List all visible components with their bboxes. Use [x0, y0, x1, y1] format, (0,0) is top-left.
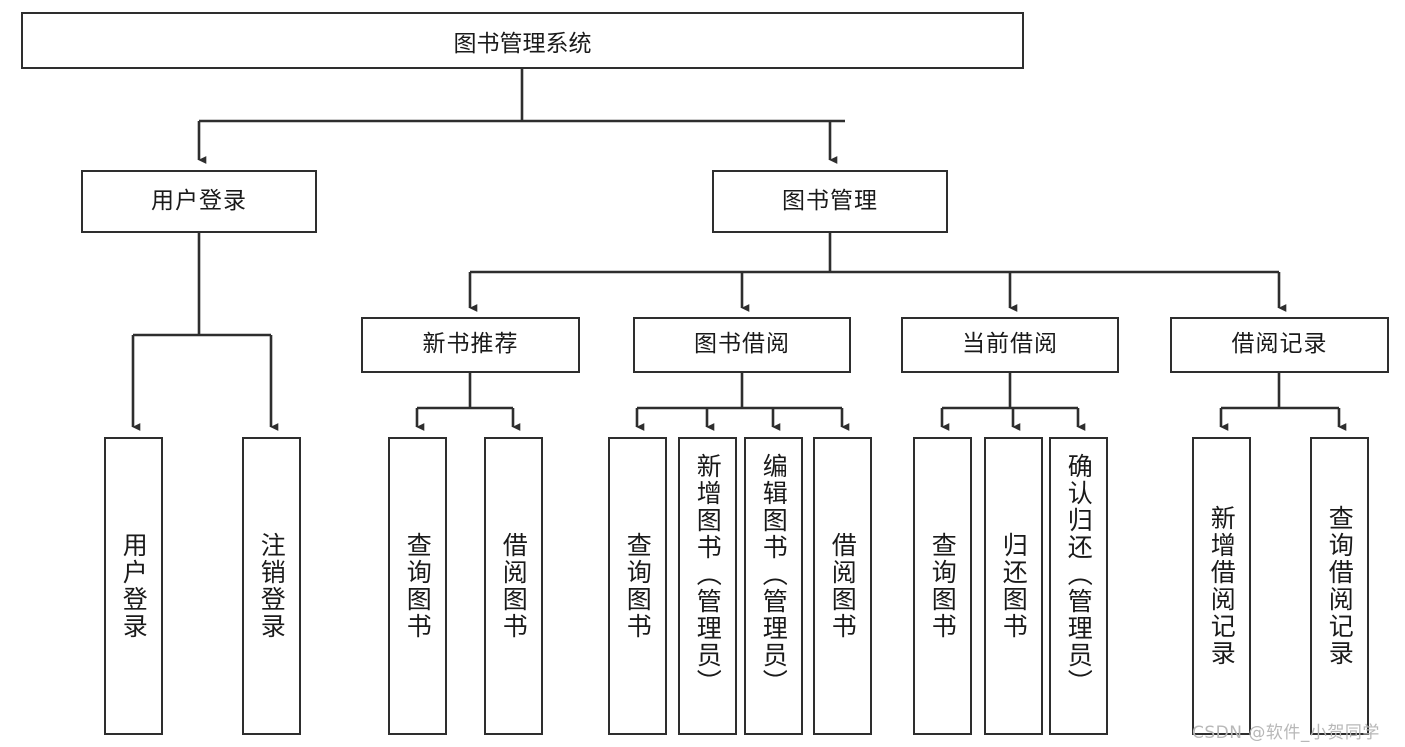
csdn-watermark-text: CSDN @软件_小贺同学 [1192, 723, 1380, 743]
leaf-query-book-cb[interactable]: 查询图书 [913, 437, 972, 735]
leaf-confirm-return-admin-label: 确认归还（管理员） [1064, 453, 1094, 696]
leaf-borrow-book-nb-label: 借阅图书 [499, 532, 529, 640]
node-current-borrow[interactable]: 当前借阅 [901, 317, 1119, 373]
node-borrow-record[interactable]: 借阅记录 [1170, 317, 1389, 373]
leaf-query-book-cb-label: 查询图书 [928, 532, 958, 640]
leaf-borrow-book-bb[interactable]: 借阅图书 [813, 437, 872, 735]
node-root-system[interactable]: 图书管理系统 [21, 12, 1024, 69]
node-borrow-record-label: 借阅记录 [1231, 331, 1328, 358]
leaf-query-book-bb-label: 查询图书 [623, 532, 653, 640]
leaf-add-book-admin-label: 新增图书（管理员） [693, 453, 723, 696]
leaf-query-book-nb[interactable]: 查询图书 [388, 437, 447, 735]
node-new-book-recommend-label: 新书推荐 [422, 331, 519, 358]
leaf-return-book-label: 归还图书 [999, 532, 1029, 640]
node-book-borrow[interactable]: 图书借阅 [633, 317, 851, 373]
node-book-management-label: 图书管理 [782, 187, 878, 214]
leaf-user-login[interactable]: 用户登录 [104, 437, 163, 735]
leaf-query-borrow-record[interactable]: 查询借阅记录 [1310, 437, 1369, 735]
leaf-confirm-return-admin[interactable]: 确认归还（管理员） [1049, 437, 1108, 735]
csdn-watermark: CSDN @软件_小贺同学 [1192, 718, 1380, 743]
node-book-management[interactable]: 图书管理 [712, 170, 948, 233]
leaf-borrow-book-nb[interactable]: 借阅图书 [484, 437, 543, 735]
leaf-user-login-label: 用户登录 [119, 532, 149, 640]
leaf-query-book-bb[interactable]: 查询图书 [608, 437, 667, 735]
leaf-logout-label: 注销登录 [257, 532, 287, 640]
leaf-query-borrow-record-label: 查询借阅记录 [1325, 505, 1355, 667]
leaf-borrow-book-bb-label: 借阅图书 [828, 532, 858, 640]
node-book-borrow-label: 图书借阅 [694, 331, 790, 358]
leaf-add-borrow-record-label: 新增借阅记录 [1207, 505, 1237, 667]
leaf-add-book-admin[interactable]: 新增图书（管理员） [678, 437, 737, 735]
leaf-edit-book-admin-label: 编辑图书（管理员） [759, 453, 789, 696]
leaf-edit-book-admin[interactable]: 编辑图书（管理员） [744, 437, 803, 735]
node-root-label: 图书管理系统 [453, 30, 592, 57]
node-user-login[interactable]: 用户登录 [81, 170, 317, 233]
leaf-logout[interactable]: 注销登录 [242, 437, 301, 735]
leaf-return-book[interactable]: 归还图书 [984, 437, 1043, 735]
node-new-book-recommend[interactable]: 新书推荐 [361, 317, 580, 373]
leaf-add-borrow-record[interactable]: 新增借阅记录 [1192, 437, 1251, 735]
node-current-borrow-label: 当前借阅 [962, 331, 1058, 358]
node-user-login-label: 用户登录 [151, 187, 247, 214]
leaf-query-book-nb-label: 查询图书 [403, 532, 433, 640]
